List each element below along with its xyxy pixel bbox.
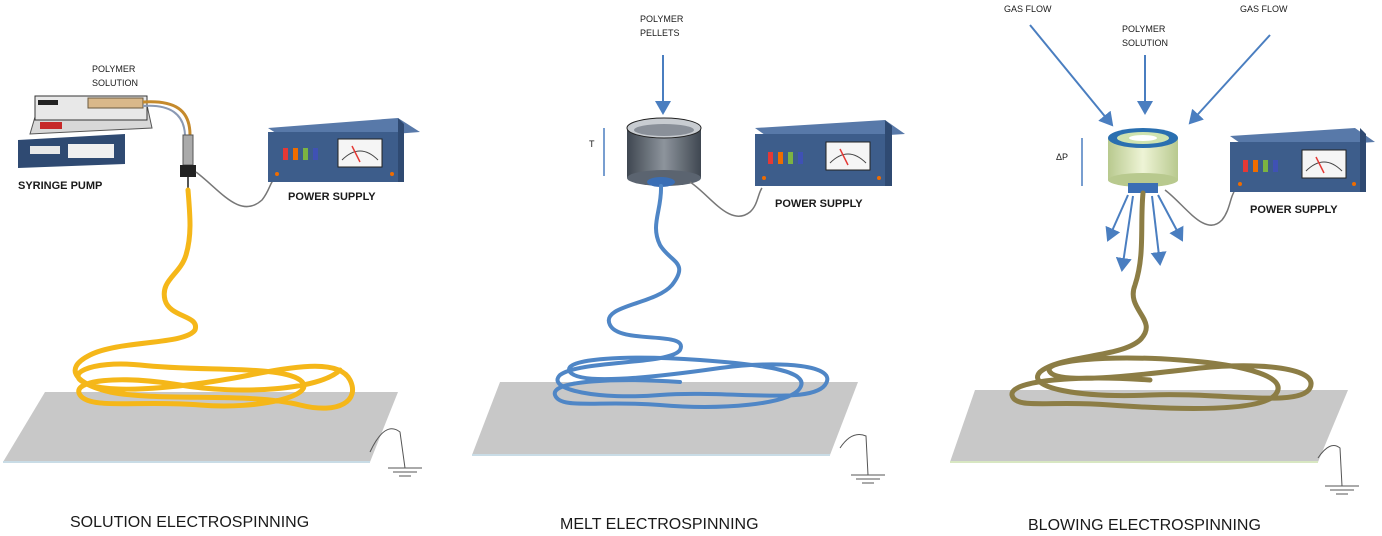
gas-outflow-arrow [1150, 195, 1167, 266]
polymer-solution-label: POLYMER SOLUTION [92, 64, 138, 88]
syringe-pump-label: SYRINGE PUMP [18, 180, 102, 192]
polymer-fiber [72, 187, 355, 411]
melt-reservoir [626, 117, 702, 187]
collector-plate [950, 390, 1348, 462]
syringe-pump [18, 95, 153, 168]
melt-caption: MELT ELECTROSPINNING [560, 516, 759, 533]
collector-plate [3, 392, 398, 462]
solution-caption: SOLUTION ELECTROSPINNING [70, 514, 309, 531]
gas-flow-arrow-left [1029, 24, 1114, 127]
power-supply-label: POWER SUPPLY [775, 198, 863, 210]
gas-outflow-arrow [1115, 195, 1134, 272]
solution-panel: POLYMER SOLUTION SYRINGE PUMP POWER SUPP… [3, 64, 422, 531]
gas-outflow-arrow [1157, 194, 1184, 242]
gas-flow-arrow-right [1188, 34, 1271, 125]
gas-flow-left-label: GAS FLOW [1004, 4, 1052, 14]
gas-flow-right-label: GAS FLOW [1240, 4, 1288, 14]
polymer-fiber [1009, 190, 1314, 412]
blowing-panel: ΔP GAS FLOW GAS FLOW POLYMER SO [950, 4, 1375, 534]
ground-symbol [369, 428, 422, 477]
power-supply [755, 120, 905, 186]
polymer-pellets-label: POLYMER PELLETS [640, 14, 686, 38]
power-supply-label: POWER SUPPLY [288, 191, 376, 203]
blowing-caption: BLOWING ELECTROSPINNING [1028, 517, 1261, 534]
pressure-label: ΔP [1056, 152, 1068, 162]
power-supply [1230, 128, 1375, 192]
ground-symbol [839, 434, 885, 484]
melt-panel: T POLYMER PELLETS POWER SUPPLY MELT ELEC… [472, 14, 905, 533]
high-voltage-wire [1164, 189, 1235, 226]
temperature-label: T [589, 139, 595, 149]
ground-symbol [1317, 445, 1359, 495]
polymer-solution-label: POLYMER SOLUTION [1122, 24, 1168, 48]
collector-plate [472, 382, 858, 455]
high-voltage-wire [195, 171, 276, 208]
power-supply-label: POWER SUPPLY [1250, 204, 1338, 216]
power-supply [268, 118, 420, 182]
gas-outflow-arrow [1105, 194, 1129, 242]
polymer-fiber [552, 184, 830, 409]
high-voltage-wire [689, 181, 763, 218]
blowing-nozzle [1108, 128, 1178, 193]
